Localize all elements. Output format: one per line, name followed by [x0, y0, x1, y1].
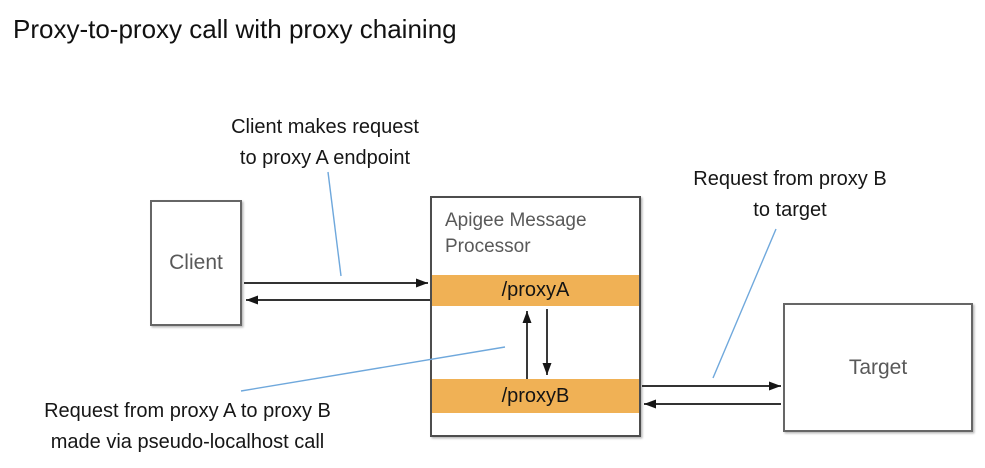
annotation-client-request: Client makes request to proxy A endpoint — [195, 112, 455, 174]
client-node-label: Client — [169, 251, 223, 274]
proxy-b-bar: /proxyB — [432, 379, 639, 413]
callout-line-client-request — [327, 171, 342, 277]
diagram-title: Proxy-to-proxy call with proxy chaining — [13, 14, 457, 44]
apigee-message-processor-node: Apigee Message Processor /proxyA /proxyB — [430, 196, 641, 437]
annotation-proxya-to-proxyb: Request from proxy A to proxy B made via… — [5, 396, 370, 458]
proxy-b-label: /proxyB — [501, 384, 570, 407]
annotation-line: made via pseudo-localhost call — [50, 431, 325, 453]
target-node-label: Target — [848, 355, 908, 379]
target-node: Target — [783, 303, 973, 432]
annotation-line: Request from proxy A to proxy B — [44, 400, 331, 422]
proxy-a-label: /proxyA — [501, 279, 570, 301]
client-node: Client — [150, 200, 242, 326]
annotation-line: Client makes request — [231, 116, 419, 138]
annotation-line: to target — [753, 199, 827, 221]
annotation-proxyb-to-target: Request from proxy B to target — [665, 164, 915, 226]
callout-line-proxyb-to-target — [712, 228, 777, 379]
apigee-node-title: Apigee Message Processor — [445, 210, 587, 257]
proxy-a-bar: /proxyA — [432, 275, 639, 306]
annotation-line: to proxy A endpoint — [239, 147, 411, 169]
annotation-line: Request from proxy B — [693, 168, 887, 190]
